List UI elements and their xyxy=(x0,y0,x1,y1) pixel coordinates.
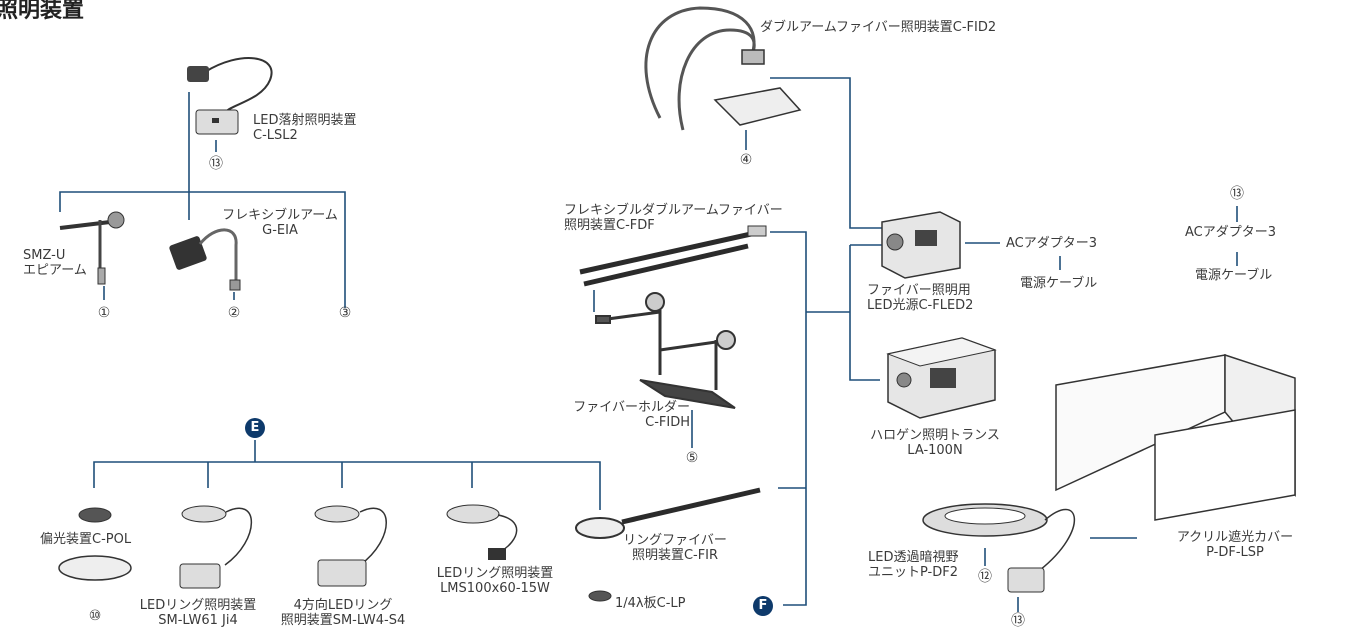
lms-illustration xyxy=(446,504,518,560)
label-c-pol: 偏光装置C-POL xyxy=(40,532,132,547)
label-sm-lw4-line2: 照明装置SM-LW4-S4 xyxy=(280,613,406,628)
p-df2-illustration xyxy=(922,503,1076,593)
label-sm-lw4-line1: 4方向LEDリング xyxy=(293,598,393,613)
label-ac-adapter-1: ACアダプター3 xyxy=(1006,236,1098,251)
p-df-lsp-illustration xyxy=(1055,353,1296,521)
sm-lw4-illustration xyxy=(314,505,387,587)
c-lsl2-illustration xyxy=(187,57,273,135)
g-eia-illustration xyxy=(169,228,241,291)
label-smz-u-line1: SMZ-U xyxy=(23,248,66,263)
label-c-fir: リングファイバー 照明装置C-FIR xyxy=(605,533,745,563)
label-c-lsl2: LED落射照明装置 C-LSL2 xyxy=(253,113,356,143)
label-c-fdf: フレキシブルダブルアームファイバー 照明装置C-FDF xyxy=(564,203,783,233)
label-smz-u: SMZ-U エピアーム xyxy=(23,248,87,278)
la-100n-illustration xyxy=(886,337,997,419)
label-power-cable-2: 電源ケーブル xyxy=(1195,268,1273,283)
number-1: ① xyxy=(97,305,111,321)
label-power-cable-1: 電源ケーブル xyxy=(1020,276,1098,291)
label-ac-adapter-2: ACアダプター3 xyxy=(1185,225,1277,240)
label-c-fdf-line1: フレキシブルダブルアームファイバー xyxy=(564,203,783,218)
label-c-fidh-line2: C-FIDH xyxy=(645,415,690,430)
smz-u-illustration xyxy=(59,211,125,285)
number-13-right: ⑬ xyxy=(1230,186,1244,202)
label-p-df2-line2: ユニットP-DF2 xyxy=(868,565,959,580)
label-p-df-lsp-line1: アクリル遮光カバー xyxy=(1176,530,1294,545)
number-10: ⑩ xyxy=(88,608,102,624)
label-c-fir-line2: 照明装置C-FIR xyxy=(631,548,719,563)
connector-lines xyxy=(59,77,1238,612)
label-g-eia-line1: フレキシブルアーム xyxy=(222,208,338,223)
label-c-lsl2-line2: C-LSL2 xyxy=(253,128,298,143)
label-c-fled2-line1: ファイバー照明用 xyxy=(867,283,971,298)
number-4: ④ xyxy=(739,152,753,168)
label-p-df2-line1: LED透過暗視野 xyxy=(868,550,959,565)
label-smz-u-line2: エピアーム xyxy=(23,263,87,278)
page-title: 照明装置 xyxy=(0,0,85,23)
label-c-fled2-line2: LED光源C-FLED2 xyxy=(867,298,974,313)
label-sm-lw61-line1: LEDリング照明装置 xyxy=(139,598,257,613)
label-g-eia: フレキシブルアーム G-EIA xyxy=(205,208,355,238)
label-p-df-lsp-line2: P-DF-LSP xyxy=(1206,545,1264,560)
label-sm-lw61-line2: SM-LW61 Ji4 xyxy=(158,613,238,628)
label-sm-lw4: 4方向LEDリング 照明装置SM-LW4-S4 xyxy=(268,598,418,628)
label-c-lp: 1/4λ板C-LP xyxy=(615,596,686,611)
label-c-fid2: ダブルアームファイバー照明装置C-FID2 xyxy=(760,20,997,35)
label-p-df-lsp: アクリル遮光カバー P-DF-LSP xyxy=(1160,530,1310,560)
number-5: ⑤ xyxy=(685,450,699,466)
badge-f: F xyxy=(753,596,773,616)
label-c-fdf-line2: 照明装置C-FDF xyxy=(564,218,655,233)
label-c-fled2: ファイバー照明用 LED光源C-FLED2 xyxy=(867,283,973,313)
label-c-lsl2-line1: LED落射照明装置 xyxy=(253,113,357,128)
number-13-bottom: ⑬ xyxy=(1011,613,1025,629)
number-2: ② xyxy=(227,305,241,321)
c-fid2-illustration xyxy=(644,6,802,131)
c-fdf-illustration xyxy=(579,225,767,287)
label-la-100n: ハロゲン照明トランス LA-100N xyxy=(860,428,1010,458)
c-pol-illustration xyxy=(58,507,132,581)
c-fidh-illustration xyxy=(595,292,736,409)
label-c-fidh: ファイバーホルダー C-FIDH xyxy=(540,400,690,430)
badge-e: E xyxy=(245,418,265,438)
label-lms: LEDリング照明装置 LMS100x60-15W xyxy=(420,566,570,596)
label-la-100n-line2: LA-100N xyxy=(907,443,963,458)
label-p-df2: LED透過暗視野 ユニットP-DF2 xyxy=(868,550,958,580)
number-13-top: ⑬ xyxy=(209,156,223,172)
c-fled2-illustration xyxy=(881,211,961,279)
number-12: ⑫ xyxy=(978,569,992,585)
label-lms-line2: LMS100x60-15W xyxy=(440,581,550,596)
label-la-100n-line1: ハロゲン照明トランス xyxy=(870,428,1000,443)
sm-lw61-illustration xyxy=(179,505,253,589)
label-lms-line1: LEDリング照明装置 xyxy=(436,566,554,581)
number-3: ③ xyxy=(338,305,352,321)
label-c-fir-line1: リングファイバー xyxy=(623,533,727,548)
label-g-eia-line2: G-EIA xyxy=(262,223,298,238)
label-c-fidh-line1: ファイバーホルダー xyxy=(573,400,690,415)
label-sm-lw61: LEDリング照明装置 SM-LW61 Ji4 xyxy=(128,598,268,628)
c-fir-illustration xyxy=(575,487,761,602)
